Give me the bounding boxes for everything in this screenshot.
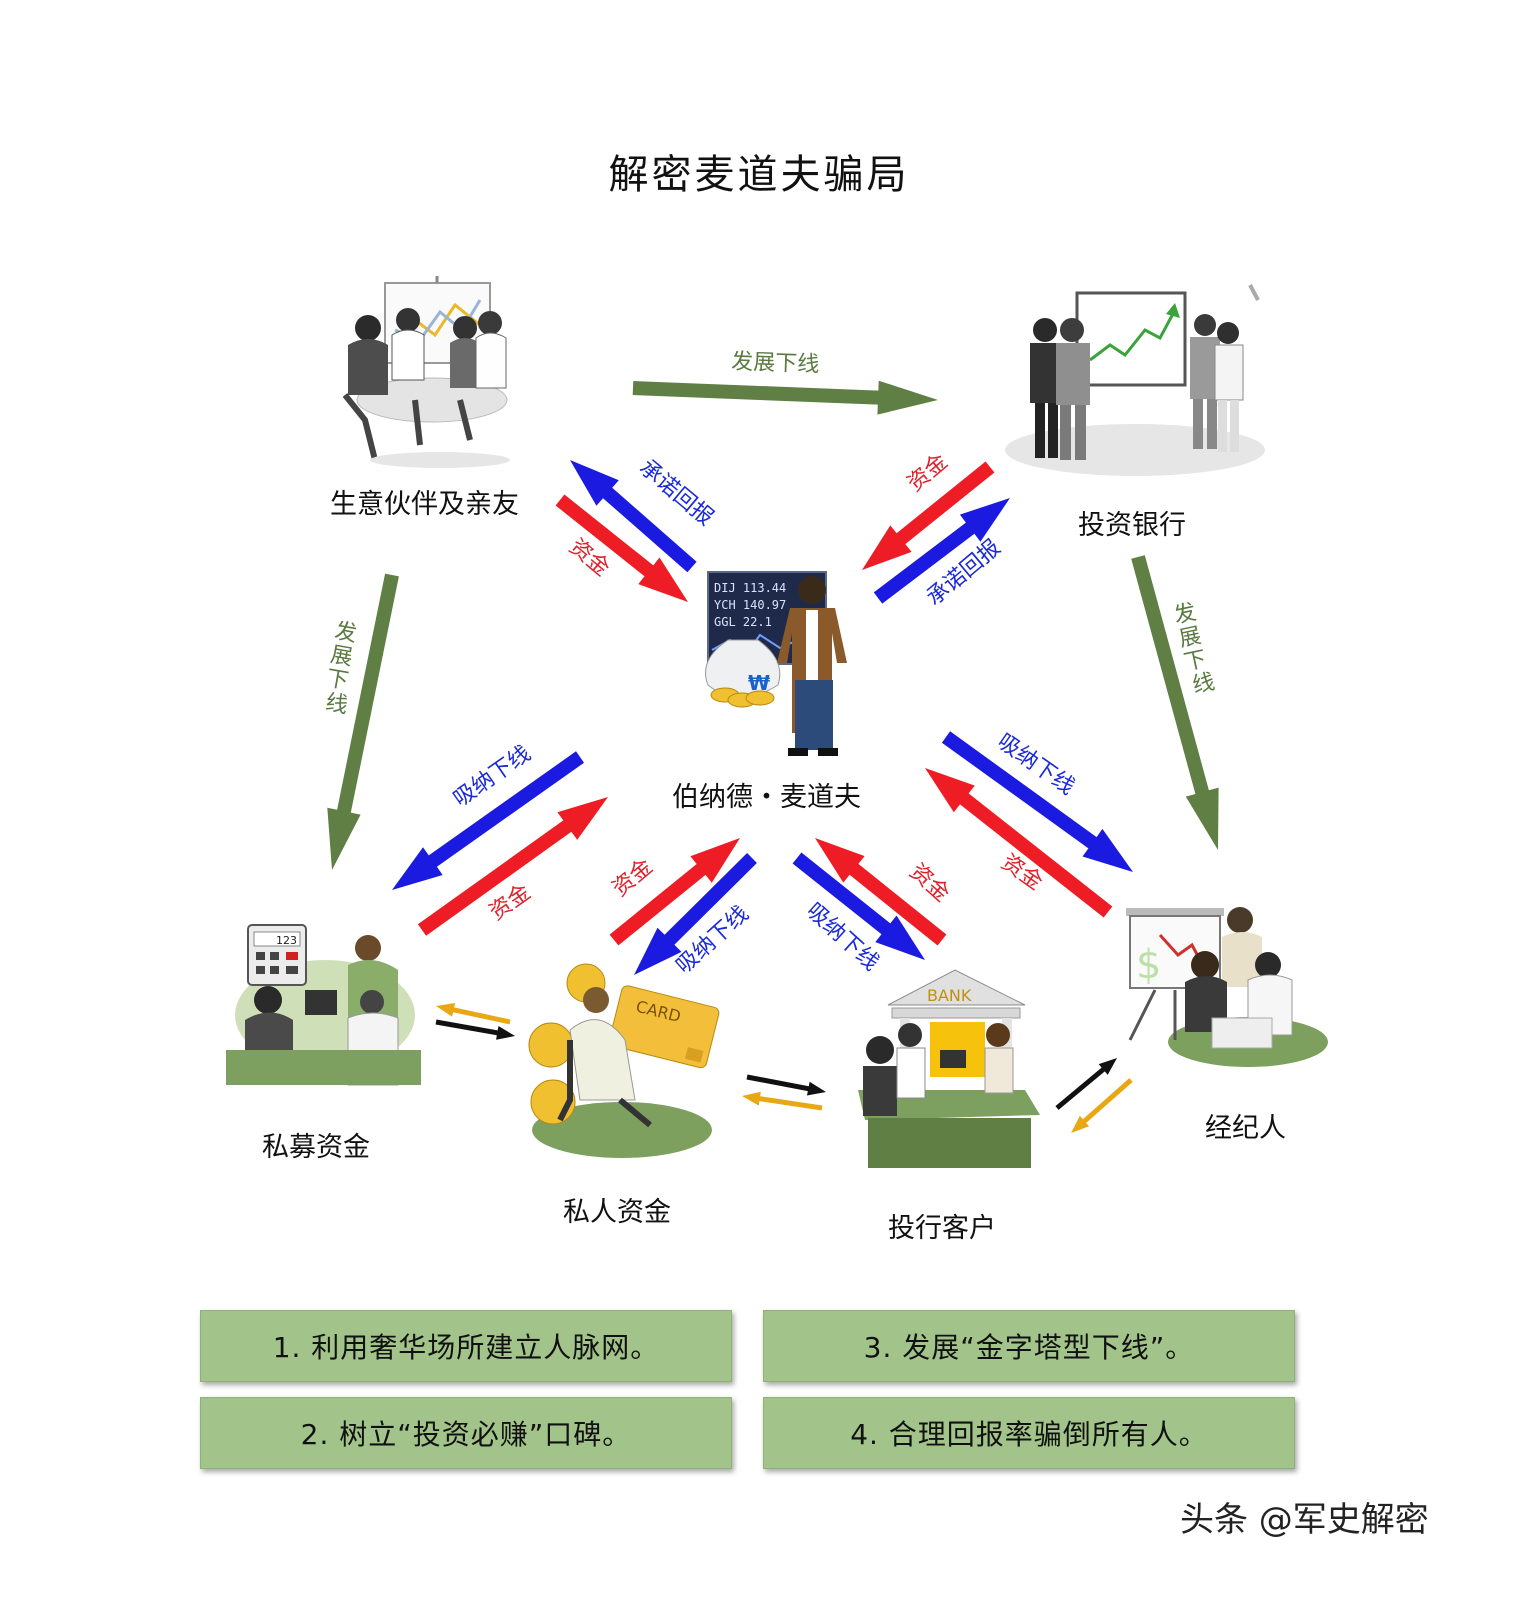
business-meeting-icon [342, 276, 510, 468]
absorb-arrow-center-right [792, 852, 925, 960]
absorb-arrow-left [392, 751, 584, 890]
funds-arrow-left-top [555, 494, 688, 602]
develop-arrow-top [632, 380, 938, 415]
absorb-label-center-left: 吸纳下线 [672, 901, 754, 978]
node-label-investment-bank: 投资银行 [1078, 510, 1186, 541]
develop-right-char-4: 线 [1190, 670, 1217, 699]
node-label-partners: 生意伙伴及亲友 [330, 489, 519, 520]
small-arrow-black-3 [1055, 1058, 1117, 1110]
calculator-display: 123 [276, 934, 297, 947]
presentation-chart-icon [1005, 284, 1265, 476]
node-label-ib-clients: 投行客户 [888, 1213, 996, 1244]
absorb-arrow-center-left [634, 853, 757, 975]
develop-label-top: 发展下线 [731, 349, 820, 377]
funds-arrow-right-top [862, 461, 995, 570]
ticker-line-1: DIJ 113.44 [714, 581, 786, 595]
small-arrow-black-1 [435, 1019, 515, 1040]
coin-symbol: ₩ [748, 671, 770, 695]
watermark: 头条 @军史解密 [1180, 1500, 1429, 1540]
absorb-label-right: 吸纳下线 [993, 729, 1079, 800]
promise-arrow-right [873, 498, 1010, 604]
funds-label-center-right: 资金 [905, 859, 954, 907]
node-label-madoff: 伯纳德・麦道夫 [672, 782, 861, 813]
credit-card-lady-icon: CARD [528, 963, 720, 1158]
funds-arrow-center-left [609, 838, 740, 946]
funds-arrow-center-right [815, 838, 947, 946]
ticker-line-3: GGL 22.1 [714, 615, 772, 629]
funds-arrow-right-mid [925, 768, 1113, 918]
bank-sign: BANK [927, 986, 972, 1005]
node-label-private-funds: 私人资金 [563, 1197, 671, 1228]
calculator-meeting-icon: 123 [226, 924, 421, 1086]
develop-label-left: 发 展 下 线 [320, 619, 365, 720]
funds-label-right-top: 资金 [903, 449, 953, 496]
develop-arrow-right [1131, 555, 1219, 850]
develop-arrow-left [327, 573, 399, 870]
page-title: 解密麦道夫骗局 [608, 152, 910, 198]
flow-arrows [327, 380, 1219, 1133]
bank-building-icon: BANK [858, 969, 1040, 1168]
point-box-3: 3. 发展“金字塔型下线”。 [763, 1310, 1295, 1382]
dollar-sign-icon: $ [1136, 942, 1161, 988]
small-arrow-gold-3 [1071, 1078, 1133, 1133]
develop-label-right: 发 展 下 线 [1172, 598, 1221, 699]
funds-arrow-left-mid [417, 797, 608, 936]
node-label-broker: 经纪人 [1205, 1113, 1286, 1144]
broker-chart-icon: $ [1126, 907, 1328, 1067]
point-box-1: 1. 利用奢华场所建立人脉网。 [200, 1310, 732, 1382]
absorb-arrow-right [941, 731, 1133, 872]
small-arrow-gold-2 [742, 1091, 823, 1111]
ticker-line-2: YCH 140.97 [714, 598, 786, 612]
small-arrow-black-2 [746, 1074, 826, 1096]
small-arrow-gold-1 [436, 1003, 511, 1025]
point-box-4: 4. 合理回报率骗倒所有人。 [763, 1397, 1295, 1469]
develop-left-char-4: 线 [324, 690, 350, 718]
promise-arrow-left [570, 460, 697, 573]
funds-label-center-left: 资金 [608, 854, 658, 901]
point-box-2: 2. 树立“投资必赚”口碑。 [200, 1397, 732, 1469]
node-label-private-placement: 私募资金 [262, 1132, 370, 1163]
madoff-figure-icon: DIJ 113.44 YCH 140.97 GGL 22.1 ₩ [705, 571, 847, 756]
